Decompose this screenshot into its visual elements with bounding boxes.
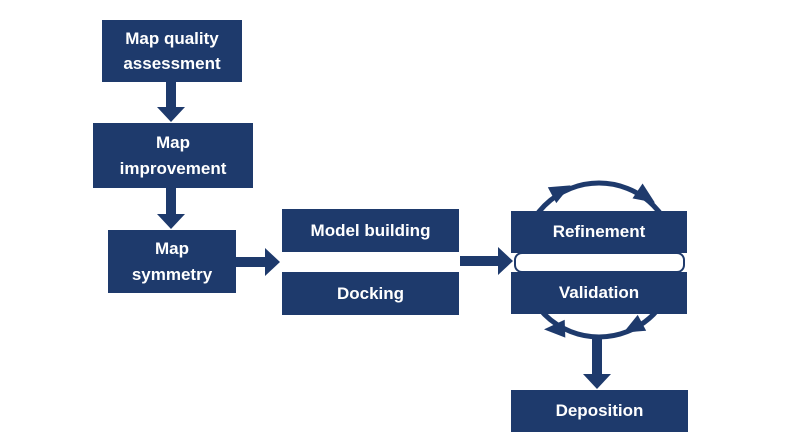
node-map-improvement: Map improvement [93,123,253,188]
node-refinement: Refinement [511,211,687,253]
arrow-docking-to-refinement-icon [460,247,513,275]
arrow-validation-to-deposition-icon [583,339,611,389]
node-validation: Validation [511,272,687,314]
refinement-validation-slot [514,252,685,273]
cycle-arrowhead-top-left-icon [547,185,571,204]
arrow-map-quality-to-map-improvement-icon [157,82,185,122]
node-model-building: Model building [282,209,459,252]
arrow-map-symmetry-to-model-building-icon [236,248,280,276]
node-deposition: Deposition [511,390,688,432]
node-map-quality-assessment: Map quality assessment [102,20,242,82]
cycle-arrowhead-bottom-left-icon [544,319,566,338]
cycle-arrowhead-top-right-icon [632,183,655,203]
node-docking: Docking [282,272,459,315]
cycle-arrowhead-bottom-right-icon [623,314,647,333]
node-map-symmetry: Map symmetry [108,230,236,293]
arrow-map-improvement-to-map-symmetry-icon [157,188,185,229]
